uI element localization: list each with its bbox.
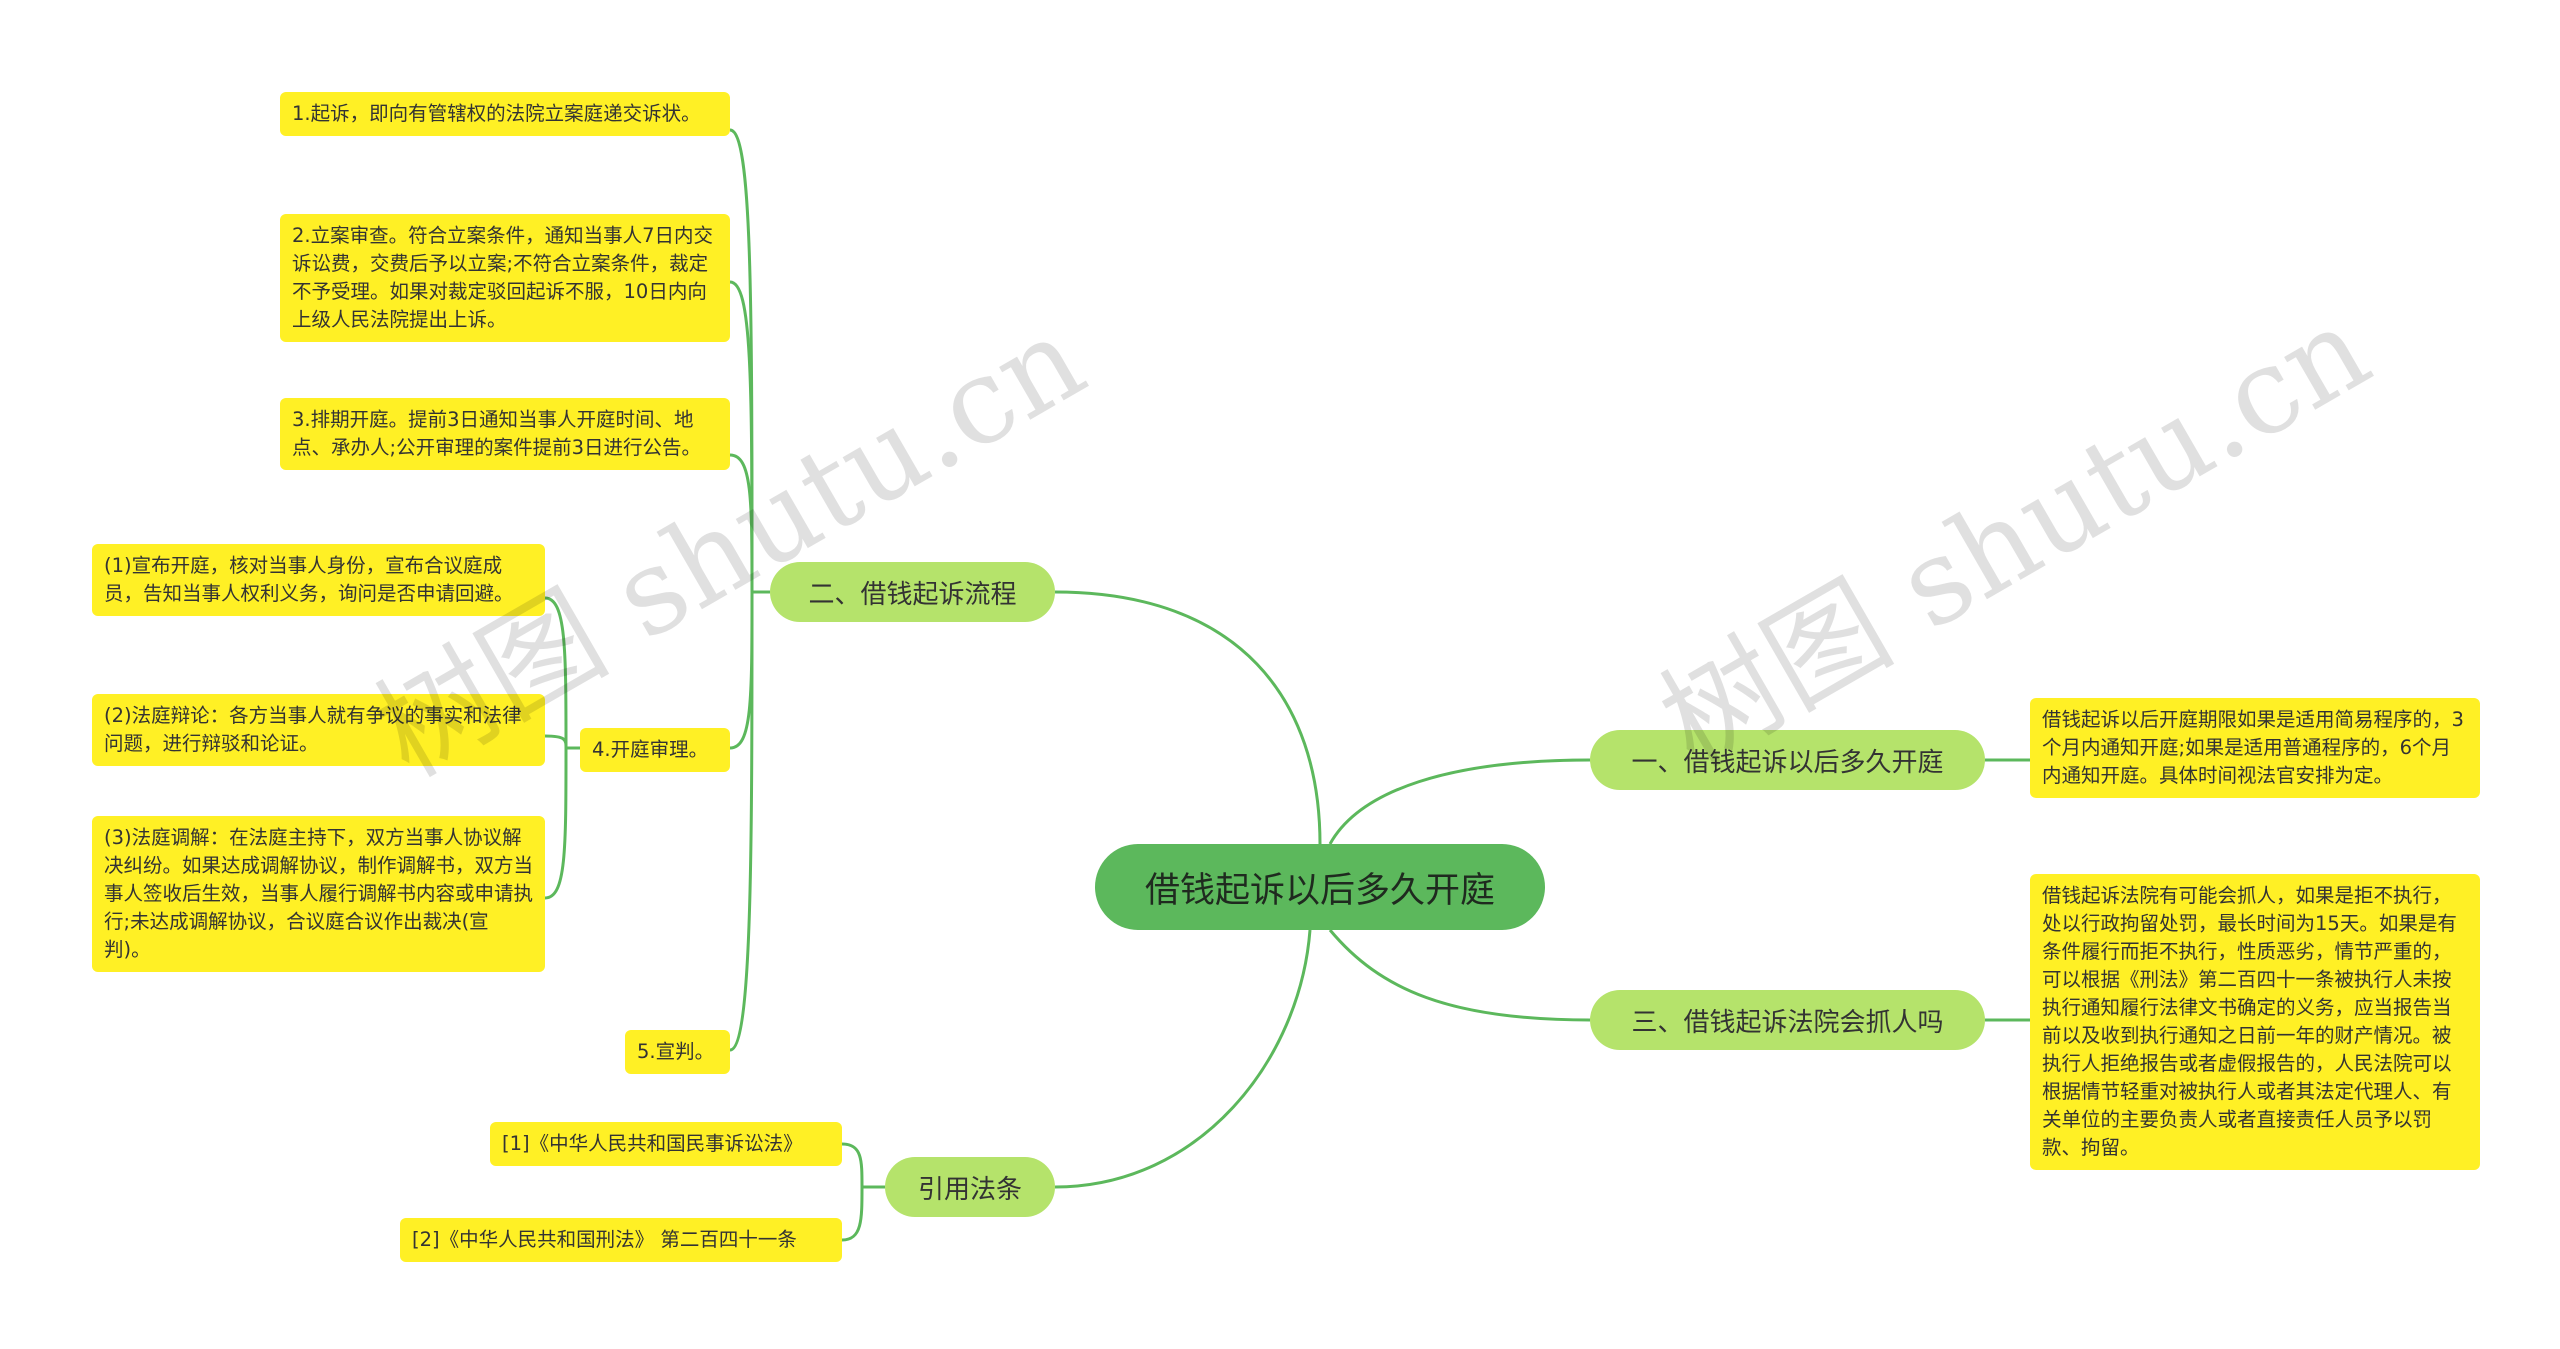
link-b2-step5	[729, 591, 754, 1052]
trial-sub-step-3[interactable]: (3)法庭调解：在法庭主持下，双方当事人协议解决纠纷。如果达成调解协议，制作调解…	[92, 816, 545, 972]
link-b4-law2	[841, 1186, 864, 1242]
link-b2-step2	[729, 280, 754, 593]
link-step4-sub1	[544, 596, 568, 749]
branch-cited-laws[interactable]: 引用法条	[885, 1157, 1055, 1217]
court-timing-answer[interactable]: 借钱起诉以后开庭期限如果是适用简易程序的，3个月内通知开庭;如果是适用普通程序的…	[2030, 698, 2480, 798]
link-root-b1	[1328, 758, 1591, 845]
link-b4-law1	[841, 1142, 864, 1188]
process-step-2[interactable]: 2.立案审查。符合立案条件，通知当事人7日内交诉讼费，交费后予以立案;不符合立案…	[280, 214, 730, 342]
branch-arrest-question[interactable]: 三、借钱起诉法院会抓人吗	[1590, 990, 1985, 1050]
branch-lawsuit-process[interactable]: 二、借钱起诉流程	[770, 562, 1055, 622]
link-root-b2	[1054, 590, 1322, 845]
link-b2-step4	[729, 591, 754, 750]
arrest-answer[interactable]: 借钱起诉法院有可能会抓人，如果是拒不执行，处以行政拘留处罚，最长时间为15天。如…	[2030, 874, 2480, 1170]
cited-law-1[interactable]: [1]《中华人民共和国民事诉讼法》	[490, 1122, 842, 1166]
trial-sub-step-2[interactable]: (2)法庭辩论：各方当事人就有争议的事实和法律问题，进行辩驳和论证。	[92, 694, 545, 766]
branch-court-timing[interactable]: 一、借钱起诉以后多久开庭	[1590, 730, 1985, 790]
link-root-b4	[1054, 929, 1312, 1189]
process-step-1[interactable]: 1.起诉，即向有管辖权的法院立案庭递交诉状。	[280, 92, 730, 136]
root-topic[interactable]: 借钱起诉以后多久开庭	[1095, 844, 1545, 930]
cited-law-2[interactable]: [2]《中华人民共和国刑法》 第二百四十一条	[400, 1218, 842, 1262]
link-root-b3	[1328, 929, 1591, 1022]
process-step-5[interactable]: 5.宣判。	[625, 1030, 730, 1074]
link-step4-sub2	[544, 734, 568, 749]
trial-sub-step-1[interactable]: (1)宣布开庭，核对当事人身份，宣布合议庭成员，告知当事人权利义务，询问是否申请…	[92, 544, 545, 616]
link-b2-step3	[729, 453, 754, 593]
process-step-3[interactable]: 3.排期开庭。提前3日通知当事人开庭时间、地点、承办人;公开审理的案件提前3日进…	[280, 398, 730, 470]
process-step-4[interactable]: 4.开庭审理。	[580, 728, 730, 772]
link-step4-sub3	[544, 747, 568, 900]
